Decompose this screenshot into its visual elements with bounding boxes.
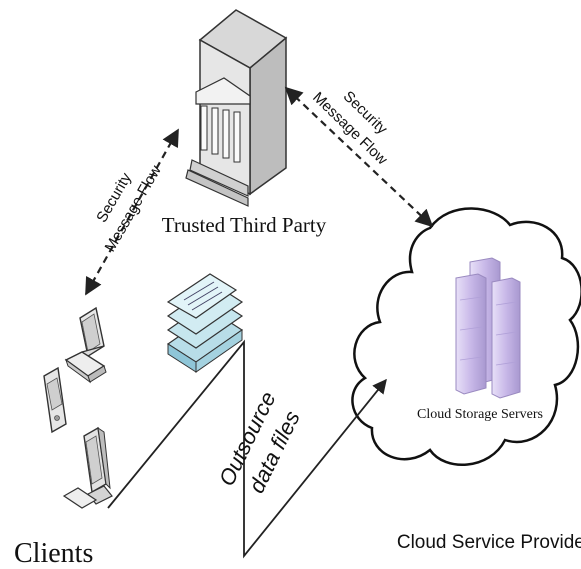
trusted-third-party-label: Trusted Third Party xyxy=(162,213,327,237)
outsource-label: Outsource data files xyxy=(214,388,305,497)
desktop-computer-icon xyxy=(62,426,113,509)
security-flow-right-label: Security Message Flow xyxy=(309,88,391,169)
outsource-data-arrow xyxy=(107,339,387,559)
security-flow-right-arrow xyxy=(284,86,434,228)
clients-label: Clients xyxy=(14,538,93,569)
cloud-storage-servers-label: Cloud Storage Servers xyxy=(417,407,543,422)
security-flow-left-label: Security Message Flow xyxy=(93,162,165,254)
server-rack-icon xyxy=(455,257,521,399)
bank-building-icon xyxy=(185,9,288,207)
security-flow-left-arrow xyxy=(85,128,179,296)
cloud-service-provider-label: Cloud Service Provider xyxy=(397,532,581,553)
stacked-documents-icon xyxy=(166,273,244,373)
laptop-icon xyxy=(64,306,107,384)
pda-icon xyxy=(43,366,67,434)
